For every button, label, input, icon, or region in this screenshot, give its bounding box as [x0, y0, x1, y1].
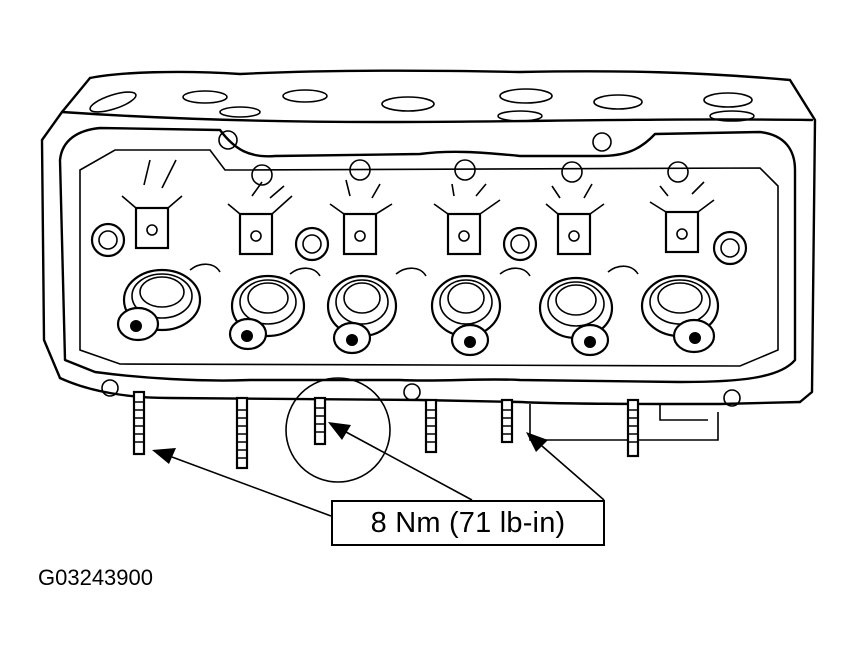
studs — [132, 390, 640, 470]
stud-6 — [626, 398, 640, 458]
stud-2 — [235, 396, 249, 470]
valve-spring-2 — [228, 274, 306, 351]
head-lower-casting — [58, 376, 802, 483]
callout-leaders — [152, 422, 605, 517]
valve-spring-4 — [430, 274, 502, 357]
torque-label: 8 Nm (71 lb-in) — [370, 506, 566, 539]
head-face-outline — [58, 126, 797, 384]
head-bolt-holes — [90, 130, 748, 407]
valve-spring-6 — [640, 274, 720, 354]
rocker-brackets — [121, 159, 715, 277]
valve-spring-1 — [116, 268, 202, 342]
stud-3 — [313, 396, 327, 446]
stud-5 — [500, 398, 514, 444]
valve-spring-5 — [538, 276, 614, 357]
head-top-deck — [40, 69, 817, 404]
valve-spring-3 — [326, 274, 398, 355]
valve-springs — [116, 268, 720, 357]
stud-4 — [424, 398, 438, 454]
torque-callout-box: 8 Nm (71 lb-in) — [331, 500, 605, 546]
figure-id-label: G03243900 — [38, 565, 153, 590]
stud-1 — [132, 390, 146, 456]
